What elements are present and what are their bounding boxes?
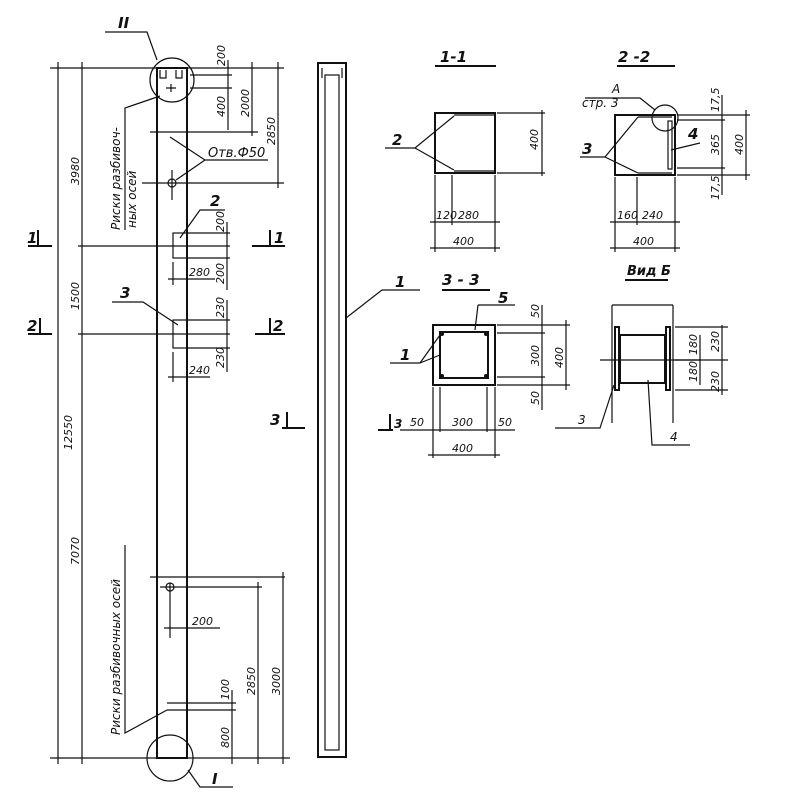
embedded-part-3 <box>172 319 188 349</box>
pos-2-label: 2 <box>392 131 402 149</box>
section-mark-3-right: 3 <box>394 417 402 431</box>
dim-t2: 17,5 <box>709 176 722 201</box>
dim-ins3-230b: 230 <box>214 347 227 368</box>
dim-a: 160 <box>617 209 638 222</box>
dim-top-2850: 2850 <box>265 117 278 145</box>
dim-l: 50 <box>410 416 424 429</box>
marks-label-bottom: Риски разбивочных осей <box>109 579 123 735</box>
dim-h: 400 <box>553 347 566 368</box>
dim-top-2000: 2000 <box>239 89 252 117</box>
dim-bot-200: 200 <box>192 615 213 628</box>
ref-page-label: стр. 3 <box>582 96 618 110</box>
dim-w: 400 <box>453 235 474 248</box>
dim-mid: 300 <box>529 345 542 366</box>
section-mark-2-right: 2 <box>273 317 283 335</box>
pos-4-label: 4 <box>687 125 698 143</box>
section-mark-1-left: 1 <box>27 229 37 247</box>
section-2-2-title: 2 -2 <box>618 48 650 66</box>
rebar-dots <box>440 332 488 378</box>
pos-4-label: 4 <box>670 430 678 444</box>
dim-t1: 17,5 <box>709 88 722 113</box>
side-view: 1 <box>317 62 420 758</box>
dim-b: 280 <box>458 209 479 222</box>
dim-ins2-280: 280 <box>189 266 210 279</box>
view-b: Вид Б 180 180 230 230 3 4 <box>555 264 728 446</box>
dim-middle: 1500 <box>69 282 82 310</box>
dim-b1: 230 <box>709 331 722 352</box>
marks-label-top-2: ных осей <box>125 170 139 228</box>
pos-3-label: 3 <box>582 140 592 158</box>
pos-2-label: 2 <box>210 192 220 210</box>
dim-a: 120 <box>436 209 457 222</box>
view-b-title: Вид Б <box>627 264 671 279</box>
marks-label-top-1: Риски разбивоч- <box>109 127 123 230</box>
dim-ins2-200b: 200 <box>214 263 227 284</box>
dim-bot-3000: 3000 <box>270 667 283 695</box>
dim-bot-800: 800 <box>219 727 232 748</box>
pos-3-label: 3 <box>578 413 586 427</box>
pos-1-label: 1 <box>400 346 410 364</box>
front-view: 12550 3980 1500 7070 II 200 400 2000 285… <box>50 14 290 788</box>
dim-a1: 180 <box>687 334 700 355</box>
dim-overall: 12550 <box>62 415 75 450</box>
hole-label: Отв.Ф50 <box>208 146 265 161</box>
section-1-1: 1-1 2 400 120 280 400 <box>385 48 545 252</box>
pos-5-label: 5 <box>498 289 508 307</box>
dim-b2: 230 <box>709 371 722 392</box>
detail-circle-i <box>146 734 194 782</box>
dim-ins2-200a: 200 <box>214 211 227 232</box>
dim-top-200: 200 <box>215 45 228 66</box>
dim-b: 240 <box>642 209 663 222</box>
dim-ins3-230a: 230 <box>214 297 227 318</box>
section-mark-1-right: 1 <box>274 229 284 247</box>
dim-w: 400 <box>452 442 473 455</box>
pos-3-label: 3 <box>120 284 130 302</box>
section-2-2: 2 -2 А стр. 3 3 4 17,5 365 17,5 400 160 … <box>580 48 750 252</box>
detail-label-ii: II <box>118 14 130 32</box>
detail-a-circle <box>651 104 679 132</box>
section-mark-3-left: 3 <box>270 411 280 429</box>
dim-upper: 3980 <box>69 157 82 185</box>
dim-lower: 7070 <box>69 537 82 565</box>
dim-bot: 50 <box>529 391 542 405</box>
section-markers: 1 1 2 2 3 3 <box>27 229 402 431</box>
section-mark-2-left: 2 <box>27 317 37 335</box>
dim-h: 400 <box>733 134 746 155</box>
section-3-3-title: 3 - 3 <box>442 271 480 289</box>
detail-label-i: I <box>212 770 218 788</box>
dim-mid: 365 <box>709 134 722 155</box>
dim-bot-100: 100 <box>219 679 232 700</box>
dim-h: 400 <box>528 129 541 150</box>
section-3-3: 3 - 3 5 1 50 300 50 400 50 300 50 400 <box>390 271 570 458</box>
detail-circle-ii <box>149 57 195 103</box>
section-1-1-title: 1-1 <box>440 48 467 66</box>
dim-w: 400 <box>633 235 654 248</box>
dim-bot-2850: 2850 <box>245 667 258 695</box>
dim-r: 50 <box>498 416 512 429</box>
ref-a-label: А <box>611 82 620 96</box>
embedded-part-2 <box>172 232 188 259</box>
dim-a2: 180 <box>687 361 700 382</box>
pos-1-label: 1 <box>395 273 405 291</box>
dim-c: 300 <box>452 416 473 429</box>
dim-ins3-240: 240 <box>189 364 210 377</box>
dim-top-400: 400 <box>215 96 228 117</box>
dim-top: 50 <box>529 304 542 318</box>
